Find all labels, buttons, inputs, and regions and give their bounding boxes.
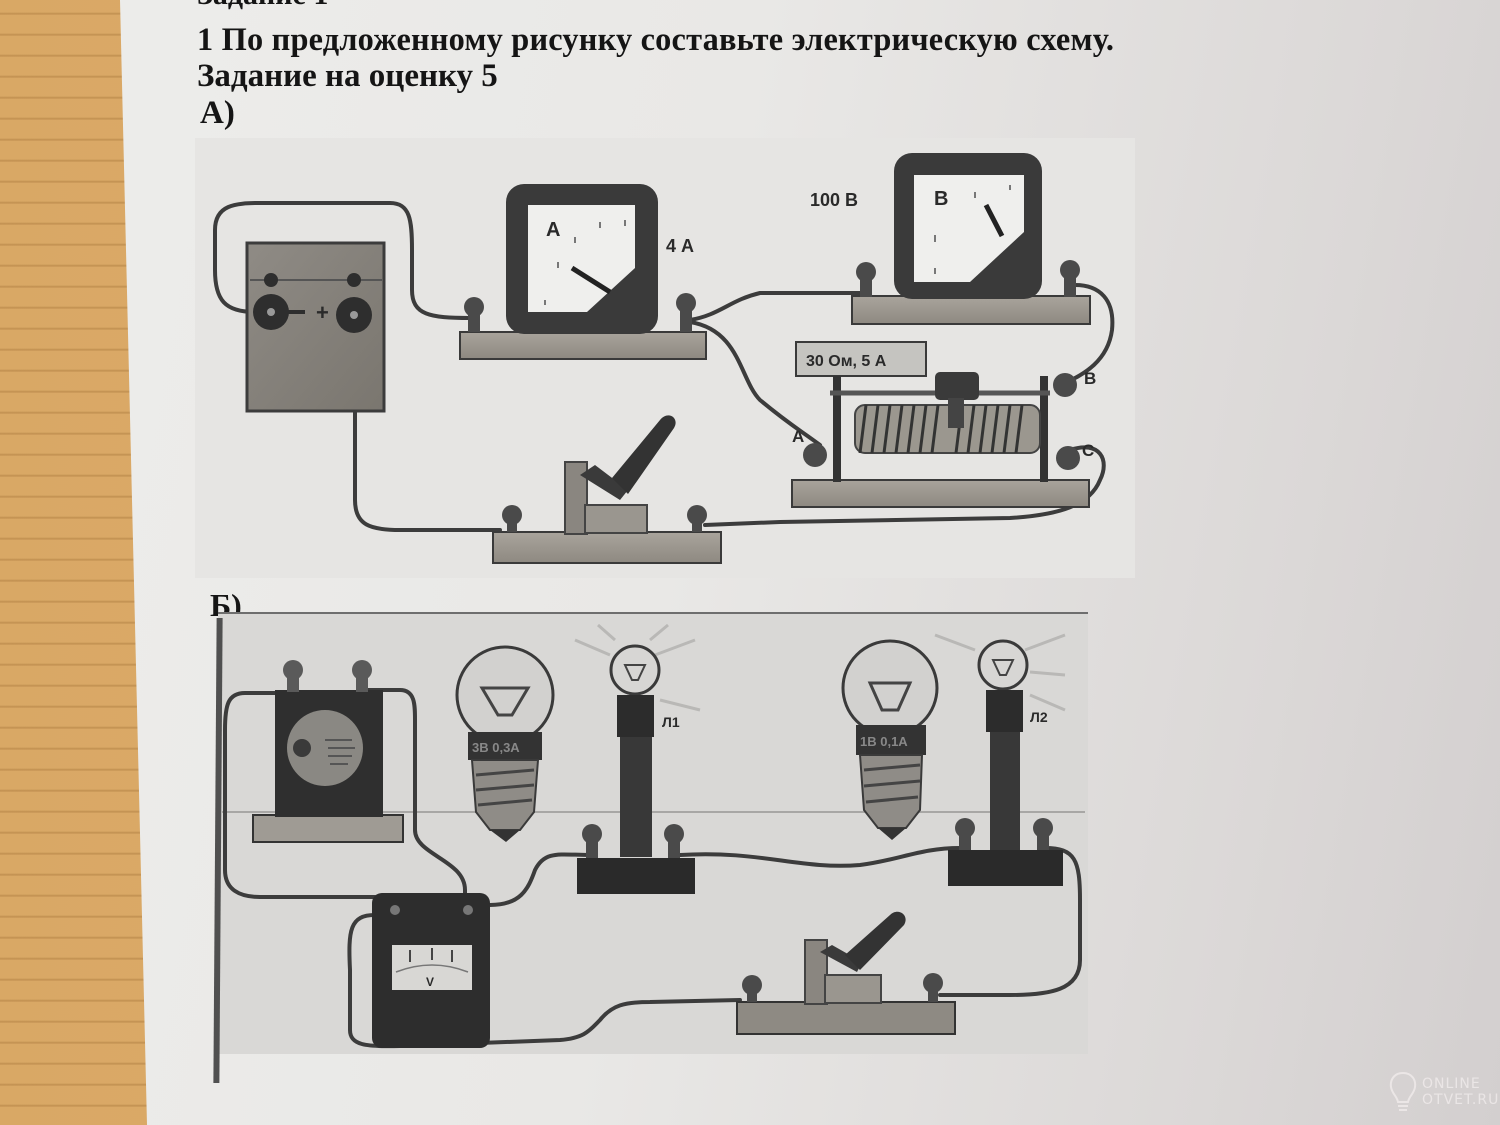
wire-ammeter-to-voltmeter bbox=[688, 291, 862, 322]
bulb-2: 1В 0,1А bbox=[841, 639, 939, 840]
rheostat-terminal-c bbox=[1056, 446, 1080, 470]
lamp-1-label: Л1 bbox=[662, 714, 680, 730]
lamp-1-holder: Л1 bbox=[574, 623, 701, 894]
battery: + bbox=[245, 241, 386, 413]
lamp-2-label: Л2 bbox=[1030, 709, 1048, 725]
watermark: ONLINE OTVET.RU bbox=[1388, 1070, 1498, 1120]
plus-sign: + bbox=[316, 300, 329, 325]
watermark-line-2: OTVET.RU bbox=[1422, 1092, 1500, 1108]
wire-battery-to-ammeter bbox=[213, 201, 472, 320]
wire-source-to-voltmeter-left bbox=[223, 691, 377, 899]
task-instruction: 1 По предложенному рисунку составьте эле… bbox=[197, 22, 1115, 58]
ammeter: А 4 А bbox=[459, 184, 707, 360]
rheostat: 30 Ом, 5 А A B C bbox=[791, 341, 1096, 508]
part-a-label: А) bbox=[200, 95, 235, 131]
lamp-2-glow-rays bbox=[934, 633, 1066, 712]
lightbulb-icon bbox=[1389, 1071, 1417, 1111]
source-terminal-right bbox=[352, 660, 372, 680]
rheostat-plate-label: 30 Ом, 5 А bbox=[806, 353, 887, 370]
lamp-1-glow-rays bbox=[574, 623, 701, 712]
source-dial bbox=[287, 710, 363, 786]
voltmeter-b: V bbox=[372, 893, 490, 1048]
bulb-2-collar bbox=[856, 725, 926, 755]
switch-b bbox=[736, 911, 956, 1035]
rheostat-plate bbox=[795, 341, 927, 377]
terminal-label-c: C bbox=[1082, 441, 1094, 460]
terminal-label-a: A bbox=[792, 427, 804, 446]
ammeter-dial-letter: А bbox=[546, 219, 560, 241]
wire-battery-to-switch bbox=[353, 318, 502, 532]
cut-off-heading: Задание 1 bbox=[197, 0, 328, 12]
wire-voltmeter-to-lamp1 bbox=[488, 852, 592, 907]
source-terminal-left bbox=[283, 660, 303, 680]
voltmeter-terminals bbox=[856, 260, 1080, 297]
lamp-2-bulb bbox=[977, 639, 1029, 691]
voltmeter-needle bbox=[983, 203, 1005, 238]
terminal-label-b: B bbox=[1084, 369, 1096, 388]
bulb-1-collar bbox=[468, 732, 542, 760]
switch-a bbox=[492, 415, 722, 564]
figure-b-top-rule bbox=[218, 612, 1088, 614]
bulb-1-marking: 3В 0,3А bbox=[472, 740, 520, 755]
wire-source-to-voltmeter-right bbox=[356, 688, 467, 899]
wire-rheostat-c-to-switch bbox=[703, 445, 1106, 527]
ammeter-terminals bbox=[464, 293, 696, 332]
watermark-line-1: ONLINE bbox=[1422, 1076, 1481, 1092]
voltmeter-dial-letter: В bbox=[934, 188, 948, 210]
rheostat-terminal-b bbox=[1053, 373, 1077, 397]
rheostat-slider bbox=[935, 372, 979, 400]
voltmeter-b-letter: V bbox=[426, 975, 434, 989]
lamp-1-bulb bbox=[609, 644, 661, 696]
grade-heading: Задание на оценку 5 bbox=[197, 58, 498, 94]
ammeter-rating-label: 4 А bbox=[666, 236, 694, 256]
wire-voltmeter-to-rheostat-b bbox=[1058, 283, 1115, 387]
voltmeter: В 100 В bbox=[810, 153, 1091, 325]
ammeter-needle bbox=[570, 265, 612, 295]
wire-lamp1-to-lamp2 bbox=[678, 846, 962, 868]
lamp-2-holder: Л2 bbox=[934, 633, 1066, 886]
lamp-1-base bbox=[577, 858, 695, 894]
wire-lamp2-to-switch bbox=[938, 846, 1082, 997]
switch-a-handle bbox=[612, 415, 676, 494]
bulb-1: 3В 0,3А bbox=[455, 645, 555, 842]
voltmeter-rating-label: 100 В bbox=[810, 190, 858, 210]
wires-a bbox=[213, 201, 1115, 532]
bulb-2-marking: 1В 0,1А bbox=[860, 734, 908, 749]
rheostat-terminal-a bbox=[803, 443, 827, 467]
switch-b-handle bbox=[845, 911, 906, 970]
power-source bbox=[252, 660, 404, 843]
wire-ammeter-to-rheostat-a bbox=[688, 320, 822, 447]
lamp-2-base bbox=[948, 850, 1063, 886]
